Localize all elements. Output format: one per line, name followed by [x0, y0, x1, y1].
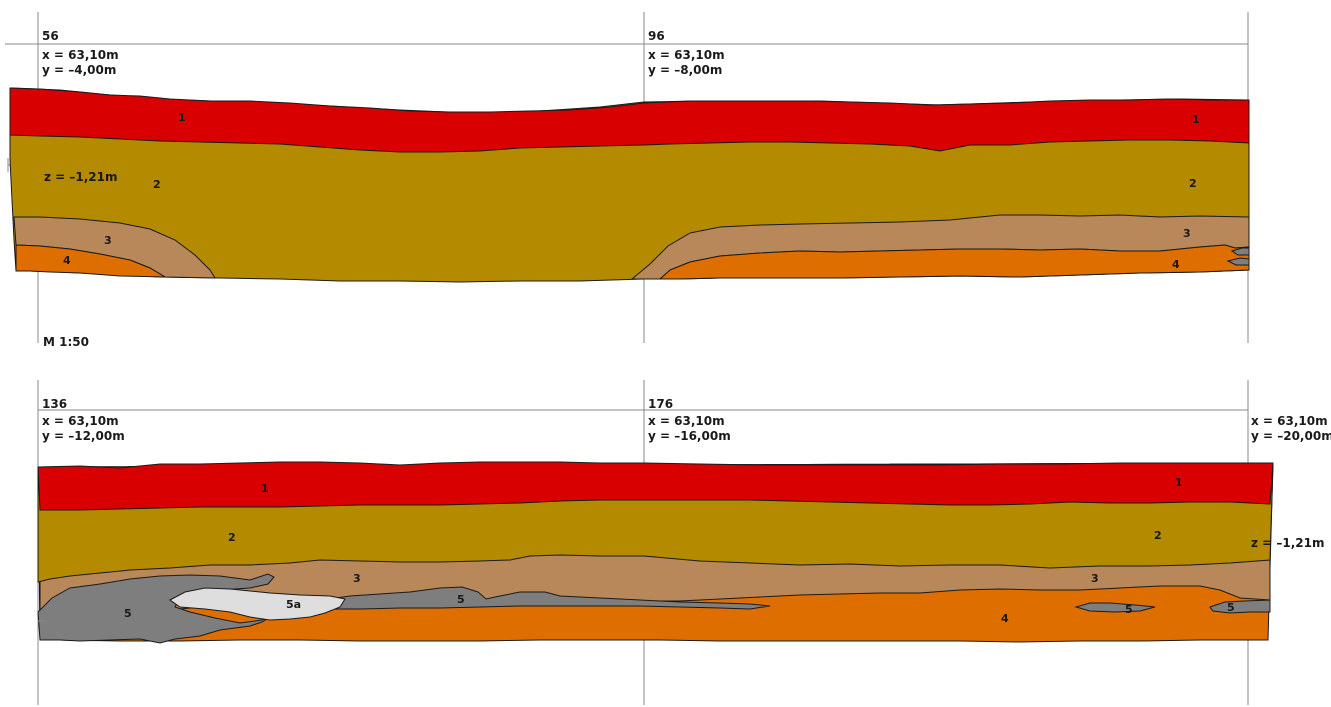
bottom-layer-label-4: 4: [1001, 612, 1009, 625]
top-marker-x-56: x = 63,10m: [42, 48, 119, 62]
bottom-layer-label-5-left: 5: [124, 607, 132, 620]
bottom-layer-label-5a: 5a: [286, 598, 301, 611]
bottom-layer-label-3-left: 3: [353, 572, 361, 585]
bottom-marker-number-136: 136: [42, 397, 67, 411]
top-layer-label-4-left: 4: [63, 254, 71, 267]
top-section: 56 x = 63,10m y = –4,00m 96 x = 63,10m y…: [5, 12, 1250, 349]
top-marker-number-96: 96: [648, 29, 665, 43]
top-layer-4-right-fill: [658, 244, 1250, 280]
top-marker-y-96: y = –8,00m: [648, 63, 722, 77]
bottom-layer-label-5-r1: 5: [1125, 603, 1133, 616]
top-layer-4-left-fill: [15, 244, 167, 278]
bottom-marker-y-176: y = –16,00m: [648, 429, 731, 443]
bottom-z-label: z = –1,21m: [1251, 536, 1325, 550]
bottom-layer-label-1-left: 1: [261, 482, 269, 495]
bottom-marker-y-136: y = –12,00m: [42, 429, 125, 443]
bottom-marker-x-176: x = 63,10m: [648, 414, 725, 428]
scale-label: M 1:50: [43, 335, 89, 349]
top-layer-label-4-right: 4: [1172, 258, 1180, 271]
top-layer-label-3-right: 3: [1183, 227, 1191, 240]
bottom-layer-5-mid-fill: [308, 586, 771, 610]
top-layer-label-2-left: 2: [153, 178, 161, 191]
bottom-marker-y-end: y = –20,00m: [1251, 429, 1331, 443]
bottom-layer-1-fill: [37, 461, 1274, 511]
bottom-layer-label-1-right: 1: [1175, 476, 1183, 489]
bottom-layer-label-2-left: 2: [228, 531, 236, 544]
top-layer-5-lens-right-2: [1226, 257, 1250, 266]
top-z-label: z = –1,21m: [44, 170, 118, 184]
top-marker-x-96: x = 63,10m: [648, 48, 725, 62]
bottom-layer-5-left-fill: [37, 573, 275, 644]
top-marker-number-56: 56: [42, 29, 59, 43]
top-layer-5-lens-right: [1230, 247, 1250, 256]
bottom-marker-x-136: x = 63,10m: [42, 414, 119, 428]
bottom-layer-label-2-right: 2: [1154, 529, 1162, 542]
top-layer-label-1-right: 1: [1192, 113, 1200, 126]
top-layer-label-1-left: 1: [178, 111, 186, 124]
top-layer-1-fill: [9, 87, 1250, 153]
bottom-section: 136 x = 63,10m y = –12,00m 176 x = 63,10…: [37, 380, 1331, 705]
bottom-layer-5-lens-r1: [1074, 602, 1156, 613]
bottom-layer-label-5-mid: 5: [457, 593, 465, 606]
top-layer-label-3-left: 3: [104, 234, 112, 247]
bottom-layer-label-3-right: 3: [1091, 572, 1099, 585]
bottom-layer-5a-fill: [169, 587, 346, 621]
top-marker-y-56: y = –4,00m: [42, 63, 116, 77]
bottom-layer-label-5-r2: 5: [1227, 601, 1235, 614]
bottom-layer-5-lens-r2: [1209, 599, 1271, 614]
bottom-marker-x-end: x = 63,10m: [1251, 414, 1328, 428]
top-layer-label-2-right: 2: [1189, 177, 1197, 190]
bottom-marker-number-176: 176: [648, 397, 673, 411]
